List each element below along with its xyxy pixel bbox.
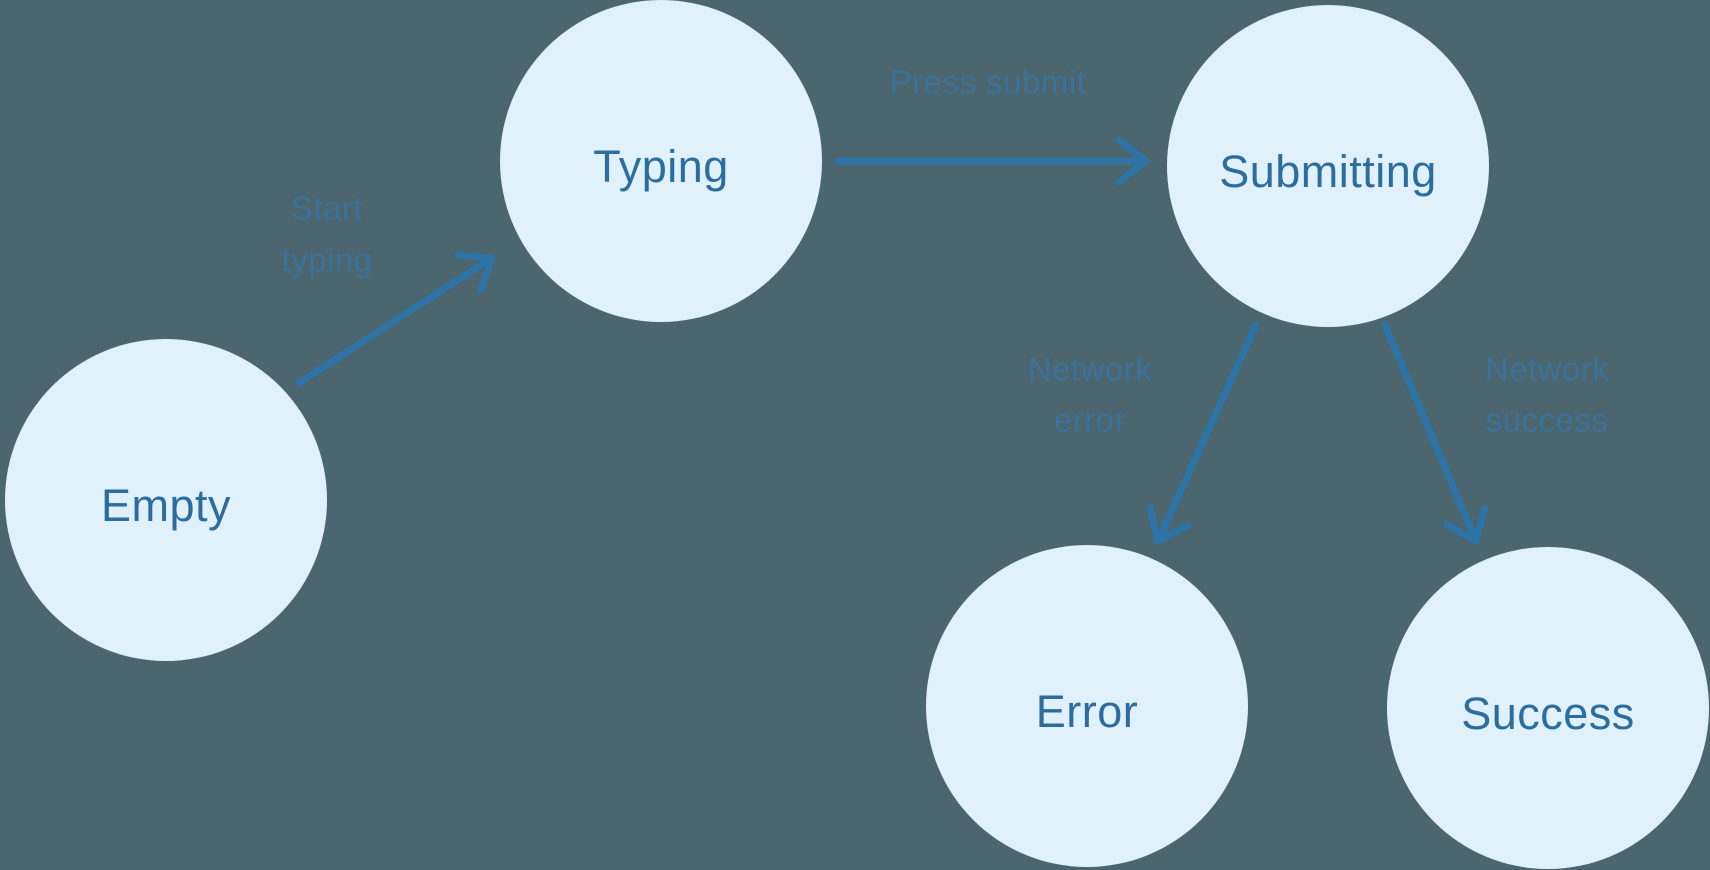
transition-label-network-success: Network — [1485, 351, 1610, 388]
transition-label-network-error: error — [1054, 402, 1126, 439]
transition-label-network-success: success — [1486, 402, 1609, 439]
transition-label-start-typing: Start — [291, 190, 363, 227]
state-label-empty: Empty — [101, 480, 231, 531]
transition-arrow-shaft — [295, 254, 496, 387]
arrowhead-icon — [1146, 504, 1192, 545]
state-circle-empty — [5, 339, 327, 661]
arrowhead-icon — [1442, 504, 1489, 545]
state-node-error: Error — [926, 545, 1248, 867]
state-label-success: Success — [1461, 688, 1635, 739]
transition-network-success: Network success — [1381, 321, 1610, 545]
state-label-error: Error — [1036, 686, 1139, 737]
arrowhead-icon — [454, 251, 496, 294]
transition-start-typing: Start typing — [281, 190, 496, 387]
transition-label-start-typing: typing — [281, 242, 372, 279]
state-node-success: Success — [1387, 547, 1709, 869]
state-label-submitting: Submitting — [1219, 146, 1437, 197]
transition-press-submit: Press submit — [834, 64, 1150, 186]
state-circle-success — [1387, 547, 1709, 869]
transition-arrow-shaft — [1154, 321, 1260, 545]
state-circle-submitting — [1167, 5, 1489, 327]
transition-arrow-shaft — [1381, 321, 1480, 545]
transition-network-error: Network error — [1028, 321, 1260, 545]
state-node-submitting: Submitting — [1167, 5, 1489, 327]
arrowhead-icon — [1115, 136, 1150, 186]
state-label-typing: Typing — [593, 141, 729, 192]
state-node-empty: Empty — [5, 339, 327, 661]
state-circle-typing — [500, 0, 822, 322]
transition-label-network-error: Network — [1028, 351, 1153, 388]
transition-label-press-submit: Press submit — [890, 64, 1087, 101]
state-circle-error — [926, 545, 1248, 867]
state-node-typing: Typing — [500, 0, 822, 322]
